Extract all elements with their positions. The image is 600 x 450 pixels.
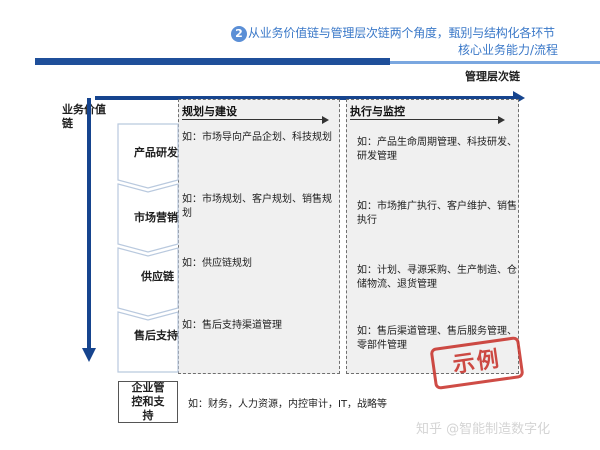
slide-title-line1: 从业务价值链与管理层次链两个角度，甄别与结构化各环节	[248, 26, 555, 40]
cell-supply-chain-exec: 如：计划、寻源采购、生产制造、仓储物流、退货管理	[357, 265, 517, 290]
plan-build-arrow-icon	[322, 116, 329, 124]
row-label-supply-chain: 供应链	[141, 270, 174, 283]
cell-marketing-plan: 如：市场规划、客户规划、销售规划	[182, 194, 332, 219]
cell-after-sales-exec: 如：售后渠道管理、售后服务管理、零部件管理	[357, 326, 517, 351]
execute-monitor-column	[346, 99, 519, 374]
enterprise-control-support-text: 如：财务，人力资源，内控审计，IT，战略等	[188, 399, 388, 410]
watermark: 知乎 @智能制造数字化	[416, 422, 551, 437]
step-number-badge: 2	[231, 26, 247, 42]
plan-build-column	[178, 99, 340, 374]
enterprise-control-support-label: 企业管控和支持	[118, 381, 178, 423]
management-hierarchy-axis-label: 管理层次链	[465, 70, 520, 83]
value-chain-chevrons	[117, 123, 179, 373]
execute-monitor-arrow-icon	[498, 116, 505, 124]
row-label-marketing: 市场营销	[134, 211, 178, 224]
value-chain-axis-arrow	[87, 98, 91, 350]
execute-monitor-column-title: 执行与监控	[350, 105, 405, 118]
cell-product-rd-exec: 如：产品生命周期管理、科技研发、研发管理	[357, 137, 517, 162]
cell-marketing-exec: 如：市场推广执行、客户维护、销售执行	[357, 201, 517, 226]
management-axis-arrow	[95, 96, 515, 100]
header-divider-dark	[35, 58, 390, 65]
row-label-after-sales: 售后支持	[134, 329, 178, 342]
value-chain-axis-label: 业务价值链	[62, 103, 106, 130]
value-chain-axis-arrowhead-icon	[82, 348, 96, 362]
plan-build-column-rule	[182, 119, 322, 120]
cell-after-sales-plan: 如：售后支持渠道管理	[182, 320, 282, 331]
cell-product-rd-plan: 如：市场导向产品企划、科技规划	[182, 132, 332, 143]
plan-build-column-title: 规划与建设	[182, 105, 237, 118]
slide-title-line2: 核心业务能力/流程	[457, 43, 558, 57]
cell-supply-chain-plan: 如：供应链规划	[182, 258, 252, 269]
execute-monitor-column-rule	[350, 119, 498, 120]
row-label-product-rd: 产品研发	[134, 146, 178, 159]
